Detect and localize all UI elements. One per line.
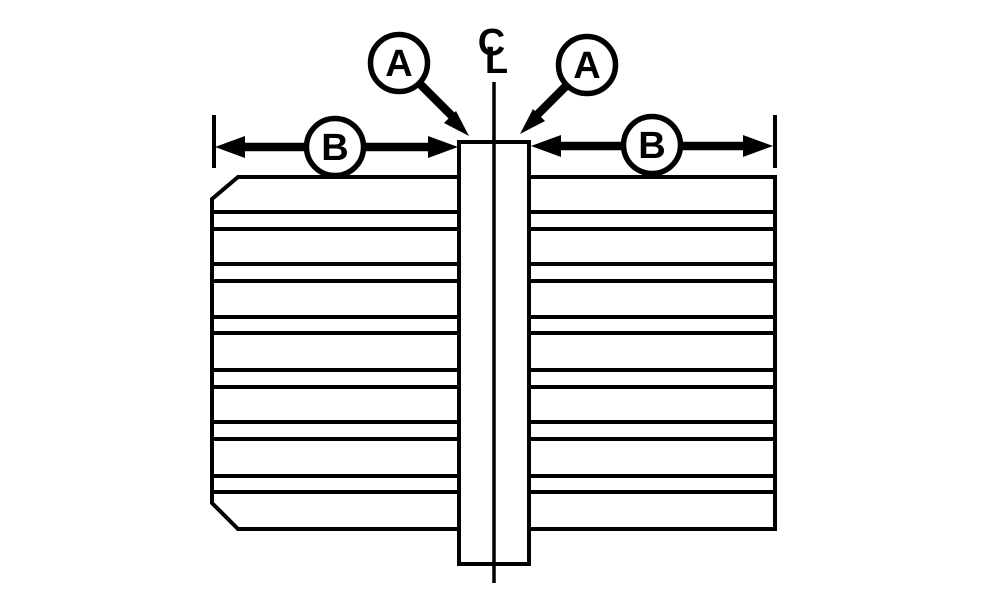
balloon-a-left bbox=[367, 31, 431, 95]
balloon-a-right bbox=[555, 33, 619, 97]
arrowhead-right-icon bbox=[428, 136, 458, 158]
leader-line bbox=[415, 79, 456, 120]
centerline-symbol: C L bbox=[478, 22, 508, 82]
arrowhead-left-icon bbox=[531, 135, 561, 157]
balloon-b-left-label: B bbox=[321, 127, 348, 169]
dimension-b-right: B bbox=[531, 113, 777, 177]
balloon-a-right-label: A bbox=[573, 45, 600, 87]
arrowhead-left-icon bbox=[215, 136, 245, 158]
balloon-b-left bbox=[303, 115, 367, 179]
left-spline-block bbox=[210, 175, 461, 531]
leader-arrowhead-icon bbox=[444, 111, 469, 136]
arrowhead-right-icon bbox=[743, 135, 773, 157]
centerline-symbol-l: L bbox=[485, 40, 508, 82]
callout-a-left: A bbox=[367, 31, 469, 136]
balloon-b-right-label: B bbox=[638, 125, 665, 167]
balloon-b-right bbox=[620, 113, 684, 177]
dimension-b-left: B bbox=[212, 115, 458, 179]
leader-line bbox=[533, 81, 571, 119]
callout-a-right: A bbox=[520, 33, 619, 134]
balloon-a-left-label: A bbox=[385, 43, 412, 85]
leader-arrowhead-icon bbox=[520, 109, 545, 134]
right-spline-block bbox=[527, 175, 777, 531]
centerline-symbol-c: C bbox=[478, 22, 505, 64]
right-block-outline bbox=[527, 175, 777, 531]
